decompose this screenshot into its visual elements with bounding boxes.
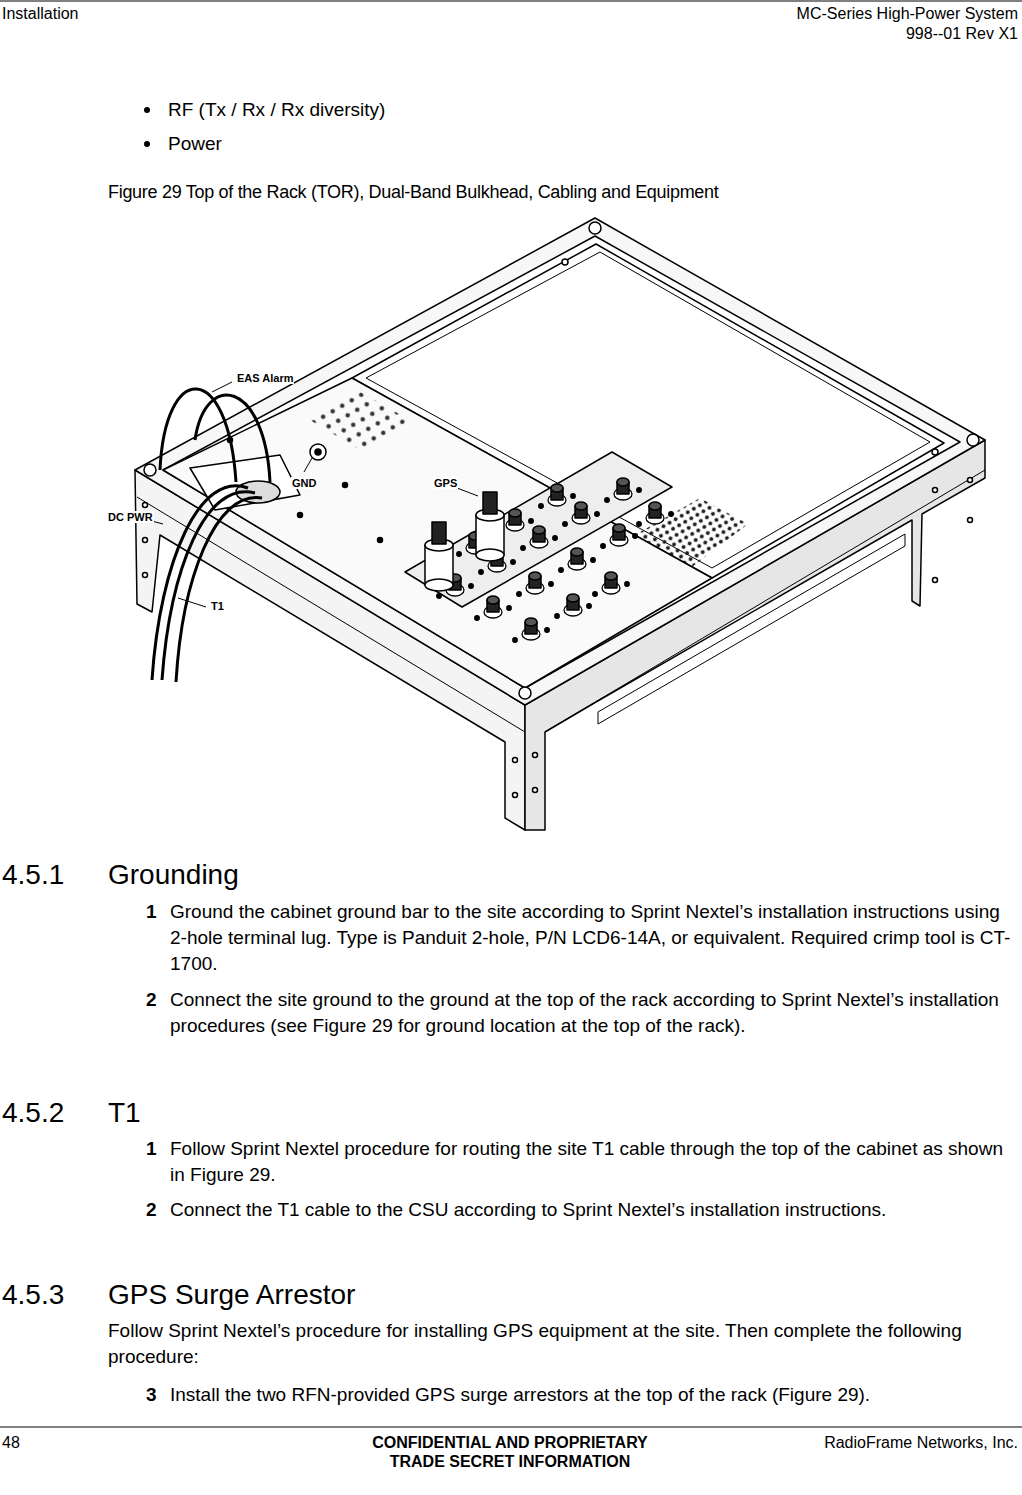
callout-label: T1 [210, 600, 225, 612]
step-number: 1 [146, 899, 166, 925]
header-revision: 998--01 Rev X1 [600, 23, 1018, 45]
callout-label: GND [291, 477, 317, 489]
section-number: 4.5.2 [2, 1094, 102, 1133]
callout-label: EAS Alarm [236, 372, 294, 384]
bullet [144, 107, 150, 113]
section-heading: T1 [108, 1094, 508, 1133]
header-rule [0, 1, 1022, 2]
header-product: MC-Series High-Power System [600, 3, 1018, 25]
step-text: Follow Sprint Nextel procedure for routi… [170, 1136, 1015, 1188]
step-text: Ground the cabinet ground bar to the sit… [170, 899, 1015, 978]
step-number: 1 [146, 1136, 166, 1162]
bullet-item: Power [168, 131, 868, 157]
step-number: 2 [146, 987, 166, 1013]
header-section: Installation [2, 3, 402, 25]
figure-caption: Figure 29 Top of the Rack (TOR), Dual-Ba… [108, 180, 1008, 205]
step-number: 2 [146, 1197, 166, 1223]
footer-company: RadioFrame Networks, Inc. [700, 1432, 1018, 1454]
step-text: Install the two RFN-provided GPS surge a… [170, 1382, 1015, 1408]
bullet [144, 141, 150, 147]
section-heading: GPS Surge Arrestor [108, 1276, 708, 1315]
callout-label: DC PWR [107, 511, 154, 523]
step-text: Connect the T1 cable to the CSU accordin… [170, 1197, 1015, 1223]
section-heading: Grounding [108, 856, 508, 895]
body-paragraph: Follow Sprint Nextel’s procedure for ins… [108, 1318, 1013, 1370]
step-number: 3 [146, 1382, 166, 1408]
step-text: Connect the site ground to the ground at… [170, 987, 1015, 1039]
rack-top-illustration [135, 218, 985, 830]
footer-confidential: CONFIDENTIAL AND PROPRIETARY [290, 1432, 730, 1454]
callout-label: GPS [433, 477, 458, 489]
footer-rule [0, 1427, 1022, 1428]
bullet-item: RF (Tx / Rx / Rx diversity) [168, 97, 868, 123]
section-number: 4.5.1 [2, 856, 102, 895]
footer-confidential: TRADE SECRET INFORMATION [290, 1451, 730, 1473]
section-number: 4.5.3 [2, 1276, 102, 1315]
page-number: 48 [2, 1432, 102, 1454]
